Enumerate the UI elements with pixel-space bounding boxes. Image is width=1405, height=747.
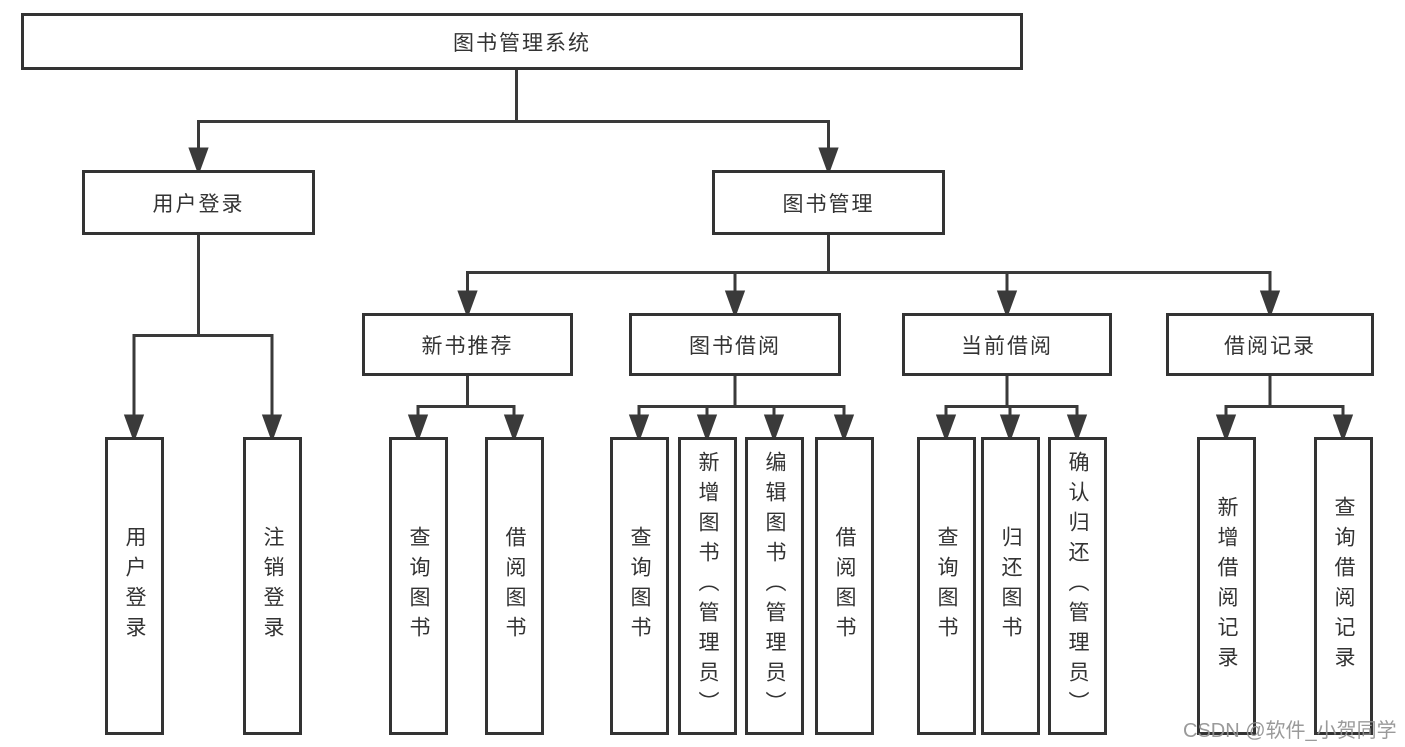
arrowhead [724,290,746,319]
arrowhead [188,147,209,176]
arrowhead [935,414,957,443]
arrowhead [1066,414,1088,443]
leaf-confirm-return-admin: 确认归还（管理员） [1048,437,1107,735]
arrowhead [1215,414,1237,443]
arrowhead [999,414,1021,443]
leaf-query-book-recommend: 查询图书 [389,437,448,735]
node-book-borrow-label: 图书借阅 [689,334,781,358]
arrowhead [996,290,1018,319]
arrowhead [818,147,839,176]
arrowhead [503,414,525,443]
node-current-borrow-label: 当前借阅 [961,334,1053,358]
leaf-query-borrow-record-label: 查询借阅记录 [1332,496,1355,676]
arrowhead [457,290,478,319]
leaf-logout: 注销登录 [243,437,302,735]
leaf-add-book-admin-label: 新增图书（管理员） [696,451,719,721]
node-new-book-recommend-label: 新书推荐 [421,334,514,358]
arrowhead [123,414,145,443]
node-user-login-label: 用户登录 [152,192,245,216]
node-system-root: 图书管理系统 [21,13,1023,70]
leaf-borrow-book: 借阅图书 [815,437,874,735]
arrowhead [763,414,785,443]
arrowhead [407,414,429,443]
leaf-borrow-book-recommend-label: 借阅图书 [503,526,526,646]
leaf-edit-book-admin: 编辑图书（管理员） [745,437,804,735]
node-book-borrow: 图书借阅 [629,313,841,376]
arrowhead [261,414,283,443]
node-new-book-recommend: 新书推荐 [362,313,573,376]
node-current-borrow: 当前借阅 [902,313,1112,376]
arrowhead [696,414,718,443]
arrowhead [1259,290,1281,319]
leaf-borrow-book-recommend: 借阅图书 [485,437,544,735]
arrowhead [1332,414,1354,443]
leaf-user-login-label: 用户登录 [123,526,146,646]
leaf-logout-label: 注销登录 [261,526,284,646]
node-borrow-record-label: 借阅记录 [1224,334,1316,358]
leaf-edit-book-admin-label: 编辑图书（管理员） [763,451,786,721]
leaf-query-borrow-record: 查询借阅记录 [1314,437,1373,735]
leaf-user-login: 用户登录 [105,437,164,735]
leaf-add-borrow-record: 新增借阅记录 [1197,437,1256,735]
leaf-query-book-current-label: 查询图书 [935,526,958,646]
csdn-watermark: CSDN @软件_小贺同学 [1183,720,1397,742]
leaf-confirm-return-admin-label: 确认归还（管理员） [1066,451,1089,721]
arrowhead [628,414,650,443]
node-book-management: 图书管理 [712,170,945,235]
leaf-return-book-label: 归还图书 [999,526,1022,646]
node-system-root-label: 图书管理系统 [453,31,591,55]
arrowhead [833,414,855,443]
leaf-query-book-recommend-label: 查询图书 [407,526,430,646]
node-user-login: 用户登录 [82,170,315,235]
leaf-query-book-current: 查询图书 [917,437,976,735]
leaf-return-book: 归还图书 [981,437,1040,735]
node-borrow-record: 借阅记录 [1166,313,1374,376]
leaf-query-book-borrow-label: 查询图书 [628,526,651,646]
leaf-add-book-admin: 新增图书（管理员） [678,437,737,735]
leaf-query-book-borrow: 查询图书 [610,437,669,735]
leaf-borrow-book-label: 借阅图书 [833,526,856,646]
leaf-add-borrow-record-label: 新增借阅记录 [1215,496,1238,676]
node-book-management-label: 图书管理 [782,192,875,216]
